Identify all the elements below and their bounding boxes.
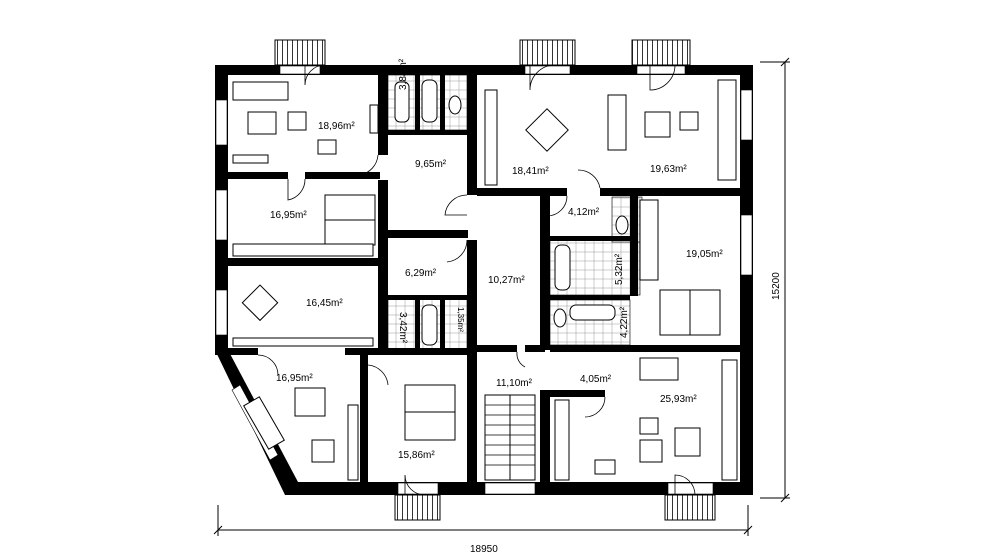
- inner-walls: [228, 65, 740, 495]
- height-dimension-label: 15200: [771, 272, 782, 300]
- room-area-label: 4,05m²: [580, 374, 612, 385]
- room-area-label: 6,29m²: [405, 268, 437, 279]
- balcony-group: [274, 39, 716, 521]
- dimension-width: 18950: [213, 505, 753, 555]
- room-area-label: 18,41m²: [512, 166, 549, 177]
- room-area-label: 16,95m²: [276, 373, 313, 384]
- room-area-label: 25,93m²: [660, 394, 697, 405]
- staircase: [484, 394, 536, 481]
- room-area-label: 18,96m²: [318, 121, 355, 132]
- room-area-label: 16,95m²: [270, 210, 307, 221]
- room-area-label: 5,32m²: [614, 253, 625, 285]
- width-dimension-label: 18950: [470, 544, 498, 555]
- room-area-label: 1,35m²: [456, 307, 465, 332]
- room-area-label: 4,22m²: [619, 306, 630, 338]
- room-area-label: 15,86m²: [398, 450, 435, 461]
- balcony-s2: [664, 494, 716, 521]
- balcony-s1: [394, 494, 441, 521]
- doors: [257, 64, 696, 496]
- room-area-label: 4,12m²: [568, 207, 600, 218]
- balcony-n2: [631, 39, 691, 66]
- room-area-label: 10,27m²: [488, 275, 525, 286]
- room-labels: 18,96m² 3,84m² 9,65m² 18,41m² 19,63m² 16…: [270, 58, 723, 461]
- balcony-nw: [274, 39, 326, 66]
- room-area-label: 3,84m²: [398, 58, 409, 90]
- room-area-label: 19,05m²: [686, 249, 723, 260]
- balcony-n1: [519, 39, 576, 66]
- room-area-label: 3,42m²: [397, 312, 408, 344]
- room-area-label: 11,10m²: [496, 378, 533, 389]
- room-area-label: 16,45m²: [306, 298, 343, 309]
- room-area-label: 9,65m²: [415, 159, 447, 170]
- furniture: [232, 79, 738, 481]
- room-area-label: 19,63m²: [650, 164, 687, 175]
- dimension-height: 15200: [760, 57, 790, 503]
